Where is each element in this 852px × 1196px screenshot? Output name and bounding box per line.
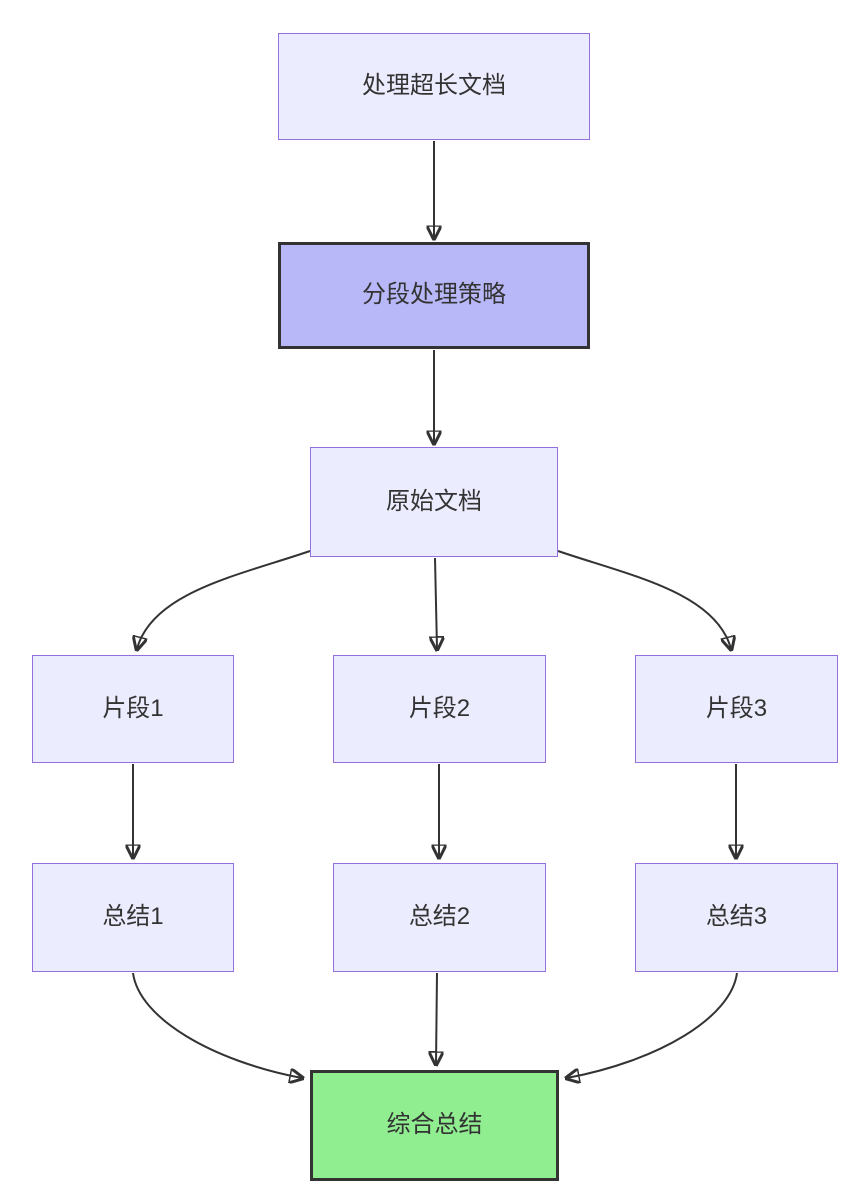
node-label: 片段3	[705, 694, 768, 722]
node-label: 片段1	[102, 694, 164, 722]
node-segment-2: 片段2	[333, 655, 546, 763]
node-label: 处理超长文档	[362, 72, 506, 100]
node-label: 片段2	[408, 694, 471, 722]
node-original-document: 原始文档	[310, 447, 558, 557]
node-label: 原始文档	[386, 487, 482, 515]
edge-h-to-j	[436, 972, 437, 1064]
edge-g-to-j	[132, 972, 302, 1078]
node-summary-2: 总结2	[333, 863, 546, 972]
node-segment-3: 片段3	[635, 655, 838, 763]
node-label: 总结3	[705, 903, 768, 931]
edge-c-to-d	[137, 550, 311, 649]
node-label: 总结2	[408, 903, 471, 931]
edge-c-to-f	[557, 550, 731, 649]
node-combined-summary: 综合总结	[310, 1070, 559, 1181]
node-label: 总结1	[102, 903, 164, 931]
edge-i-to-j	[567, 972, 738, 1078]
node-segment-1: 片段1	[32, 655, 234, 763]
node-process-long-document: 处理超长文档	[278, 33, 590, 140]
node-segmentation-strategy: 分段处理策略	[278, 242, 590, 349]
node-label: 分段处理策略	[362, 281, 506, 309]
node-summary-3: 总结3	[635, 863, 838, 972]
edge-c-to-e	[435, 557, 437, 649]
node-label: 综合总结	[386, 1111, 483, 1139]
node-summary-1: 总结1	[32, 863, 234, 972]
